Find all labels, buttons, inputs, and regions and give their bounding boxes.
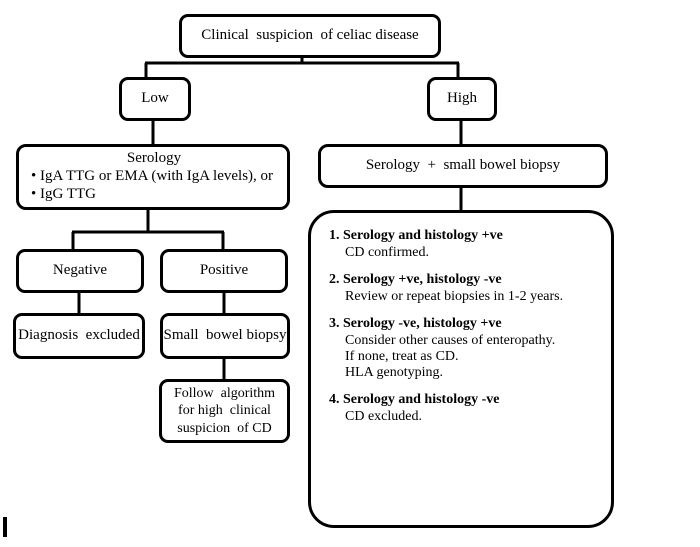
node-serology-plus-biopsy-label: Serology + small bowel biopsy [365, 157, 561, 174]
node-follow-algorithm-line-1: Follow algorithm [173, 386, 276, 402]
node-negative[interactable]: Negative [16, 249, 144, 293]
node-small-bowel-biopsy[interactable]: Small bowel biopsy [160, 313, 290, 359]
outcome-2-heading: 2. Serology +ve, histology -ve [329, 272, 502, 287]
node-low[interactable]: Low [119, 77, 191, 121]
node-high-label: High [447, 90, 477, 107]
node-clinical-suspicion[interactable]: Clinical suspicion of celiac disease [179, 14, 441, 58]
outcome-item-4: 4. Serology and histology -ve CD exclude… [329, 393, 597, 424]
outcome-4-detail-1: CD excluded. [345, 409, 422, 424]
outcome-item-3: 3. Serology -ve, histology +ve Consider … [329, 317, 597, 380]
node-positive[interactable]: Positive [160, 249, 288, 293]
outcome-3-detail-2: If none, treat as CD. [345, 349, 459, 364]
node-high[interactable]: High [427, 77, 497, 121]
outcome-3-heading: 3. Serology -ve, histology +ve [329, 316, 502, 331]
outcome-1-heading: 1. Serology and histology +ve [329, 228, 503, 243]
node-low-label: Low [141, 90, 169, 107]
node-serology-title: Serology [126, 150, 182, 167]
outcome-3-detail-1: Consider other causes of enteropathy. [345, 333, 556, 348]
node-outcomes-panel[interactable]: 1. Serology and histology +ve CD confirm… [308, 210, 614, 528]
node-serology-bullet-2: • IgG TTG [31, 185, 96, 202]
node-diagnosis-excluded[interactable]: Diagnosis excluded [13, 313, 145, 359]
outcome-2-detail-1: Review or repeat biopsies in 1-2 years. [345, 289, 564, 304]
node-positive-label: Positive [199, 262, 249, 279]
node-small-bowel-biopsy-label: Small bowel biopsy [163, 327, 287, 344]
outcome-3-detail-3: HLA genotyping. [345, 365, 443, 380]
page-edge-artifact [3, 517, 7, 537]
node-serology[interactable]: Serology • IgA TTG or EMA (with IgA leve… [16, 144, 290, 210]
node-serology-bullet-1: • IgA TTG or EMA (with IgA levels), or [31, 168, 274, 185]
node-diagnosis-excluded-label: Diagnosis excluded [18, 327, 140, 344]
outcome-4-heading: 4. Serology and histology -ve [329, 392, 500, 407]
outcome-item-2: 2. Serology +ve, histology -ve Review or… [329, 273, 597, 304]
outcome-item-1: 1. Serology and histology +ve CD confirm… [329, 229, 597, 260]
node-follow-algorithm-line-3: suspicion of CD [177, 420, 272, 436]
node-clinical-suspicion-label: Clinical suspicion of celiac disease [201, 27, 419, 44]
node-follow-algorithm[interactable]: Follow algorithm for high clinical suspi… [159, 379, 290, 443]
outcome-1-detail-1: CD confirmed. [345, 245, 429, 260]
node-serology-plus-biopsy[interactable]: Serology + small bowel biopsy [318, 144, 608, 188]
node-negative-label: Negative [52, 262, 108, 279]
node-follow-algorithm-line-2: for high clinical [178, 403, 271, 419]
